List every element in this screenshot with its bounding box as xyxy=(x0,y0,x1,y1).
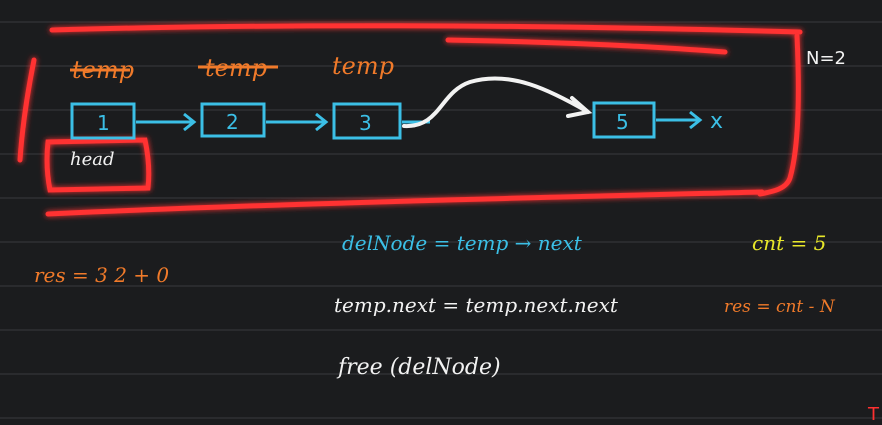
node-box-2 xyxy=(200,102,266,138)
relink-equation: temp.next = temp.next.next xyxy=(334,293,619,317)
node-value-3: 3 xyxy=(359,111,372,135)
res-line: res = 3 2 + 0 xyxy=(34,263,169,287)
free-equation: free (delNode) xyxy=(336,355,501,380)
head-box xyxy=(44,137,152,193)
node-box-5 xyxy=(592,101,656,139)
linked-list xyxy=(70,101,703,140)
del-node-equation: delNode = temp → next xyxy=(342,231,583,255)
arrow-5-null xyxy=(656,110,703,130)
node-box-3 xyxy=(332,102,402,140)
node-box-1 xyxy=(70,102,136,140)
red-outline-box xyxy=(17,23,803,217)
bypass-arrow xyxy=(402,76,593,129)
arrow-2-3 xyxy=(266,112,329,132)
corner-mark: T xyxy=(867,404,880,425)
n-value-label: N=2 xyxy=(806,48,846,69)
node-value-1: 1 xyxy=(97,111,110,135)
node-value-2: 2 xyxy=(226,110,239,134)
node-value-5: 5 xyxy=(616,110,629,134)
cnt-equation: cnt = 5 xyxy=(752,231,826,255)
head-label: head xyxy=(70,149,115,170)
arrow-1-2 xyxy=(136,112,197,132)
res-formula: res = cnt - N xyxy=(724,297,836,317)
null-marker: x xyxy=(710,109,723,134)
temp-label-3: temp xyxy=(332,52,394,80)
